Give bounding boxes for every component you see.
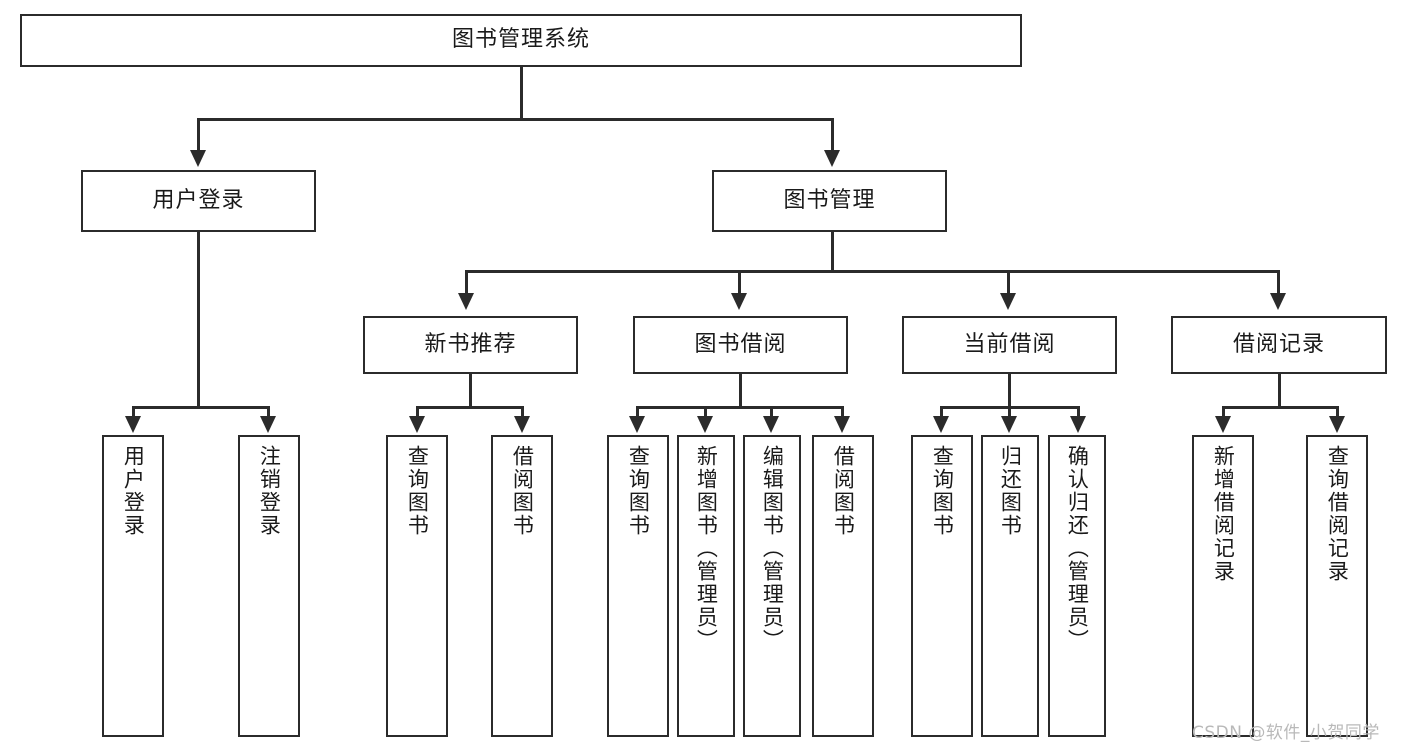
edge-book-borrow-stem [739,374,742,408]
edge-borrow-record-bus [1222,406,1338,409]
edge-root-drop-book-management [831,118,834,151]
node-leaf-confirm-return[interactable]: 确认归还（管理员） [1048,435,1106,737]
node-book-borrow[interactable]: 图书借阅 [633,316,848,374]
arrow-to-leaf-edit-book [763,416,779,433]
node-label: 借阅图书 [510,445,535,537]
arrow-to-leaf-borrow-book-1 [514,416,530,433]
arrow-to-leaf-borrow-book-2 [834,416,850,433]
edge-user-login-bus [132,406,269,409]
edge-borrow-record-drop-2 [1336,406,1339,418]
node-new-book-recommend[interactable]: 新书推荐 [363,316,578,374]
node-label: 注销登录 [257,445,282,537]
node-leaf-borrow-book-2[interactable]: 借阅图书 [812,435,874,737]
arrow-to-leaf-confirm-return [1070,416,1086,433]
node-current-borrow[interactable]: 当前借阅 [902,316,1117,374]
node-label: 借阅记录 [1232,331,1325,357]
edge-l2-drop-book-borrow [738,270,741,295]
edge-user-login-drop-1 [132,406,135,418]
node-book-management[interactable]: 图书管理 [712,170,947,232]
arrow-to-leaf-add-record [1215,416,1231,433]
edge-current-borrow-drop-2 [1008,406,1011,418]
edge-book-management-stem [831,232,834,272]
edge-book-borrow-drop-1 [636,406,639,418]
node-label: 查询借阅记录 [1325,445,1350,583]
node-label: 图书管理 [783,187,876,213]
arrow-to-user-login [190,150,206,167]
edge-current-borrow-stem [1008,374,1011,408]
edge-root-bus [197,118,834,121]
node-label: 归还图书 [998,445,1023,537]
node-borrow-record[interactable]: 借阅记录 [1171,316,1387,374]
edge-l2-drop-borrow-record [1277,270,1280,295]
node-leaf-query-book-2[interactable]: 查询图书 [607,435,669,737]
node-label: 当前借阅 [963,331,1056,357]
node-leaf-add-book[interactable]: 新增图书（管理员） [677,435,735,737]
node-leaf-user-login[interactable]: 用户登录 [102,435,164,737]
edge-new-book-drop-2 [521,406,524,418]
node-label: 查询图书 [405,445,430,537]
node-leaf-edit-book[interactable]: 编辑图书（管理员） [743,435,801,737]
node-label: 确认归还（管理员） [1065,445,1090,652]
node-label: 借阅图书 [831,445,856,537]
arrow-to-book-borrow [731,293,747,310]
edge-current-borrow-drop-1 [940,406,943,418]
node-label: 用户登录 [152,187,245,213]
arrow-to-leaf-query-book-3 [933,416,949,433]
arrow-to-leaf-return-book [1001,416,1017,433]
edge-book-borrow-bus [636,406,844,409]
arrow-to-leaf-logout [260,416,276,433]
arrow-to-leaf-query-record [1329,416,1345,433]
edge-book-borrow-drop-3 [770,406,773,418]
node-label: 用户登录 [121,445,146,537]
edge-l2-drop-current-borrow [1007,270,1010,295]
node-label: 新增图书（管理员） [694,445,719,652]
arrow-to-leaf-add-book [697,416,713,433]
arrow-to-borrow-record [1270,293,1286,310]
arrow-to-current-borrow [1000,293,1016,310]
node-label: 编辑图书（管理员） [760,445,785,652]
node-user-login[interactable]: 用户登录 [81,170,316,232]
node-label: 新书推荐 [424,331,517,357]
node-label: 图书管理系统 [451,27,590,53]
edge-current-borrow-drop-3 [1077,406,1080,418]
node-root-system[interactable]: 图书管理系统 [20,14,1022,67]
arrow-to-book-management [824,150,840,167]
node-label: 图书借阅 [694,331,787,357]
edge-new-book-stem [469,374,472,408]
node-leaf-logout[interactable]: 注销登录 [238,435,300,737]
node-leaf-query-book-1[interactable]: 查询图书 [386,435,448,737]
edge-book-borrow-drop-4 [841,406,844,418]
node-leaf-add-record[interactable]: 新增借阅记录 [1192,435,1254,737]
edge-root-drop-user-login [197,118,200,151]
edge-new-book-drop-1 [416,406,419,418]
node-label: 新增借阅记录 [1211,445,1236,583]
edge-borrow-record-drop-1 [1222,406,1225,418]
arrow-to-new-book-recommend [458,293,474,310]
edge-l2-drop-new-book [465,270,468,295]
node-leaf-borrow-book-1[interactable]: 借阅图书 [491,435,553,737]
node-leaf-return-book[interactable]: 归还图书 [981,435,1039,737]
edge-book-borrow-drop-2 [704,406,707,418]
node-label: 查询图书 [626,445,651,537]
edge-book-management-bus [465,270,1279,273]
arrow-to-leaf-user-login [125,416,141,433]
edge-borrow-record-stem [1278,374,1281,408]
node-leaf-query-record[interactable]: 查询借阅记录 [1306,435,1368,737]
edge-root-stem [520,67,523,120]
node-label: 查询图书 [930,445,955,537]
edge-user-login-drop-2 [267,406,270,418]
arrow-to-leaf-query-book-1 [409,416,425,433]
arrow-to-leaf-query-book-2 [629,416,645,433]
edge-new-book-bus [416,406,524,409]
node-leaf-query-book-3[interactable]: 查询图书 [911,435,973,737]
edge-user-login-stem [197,232,200,408]
